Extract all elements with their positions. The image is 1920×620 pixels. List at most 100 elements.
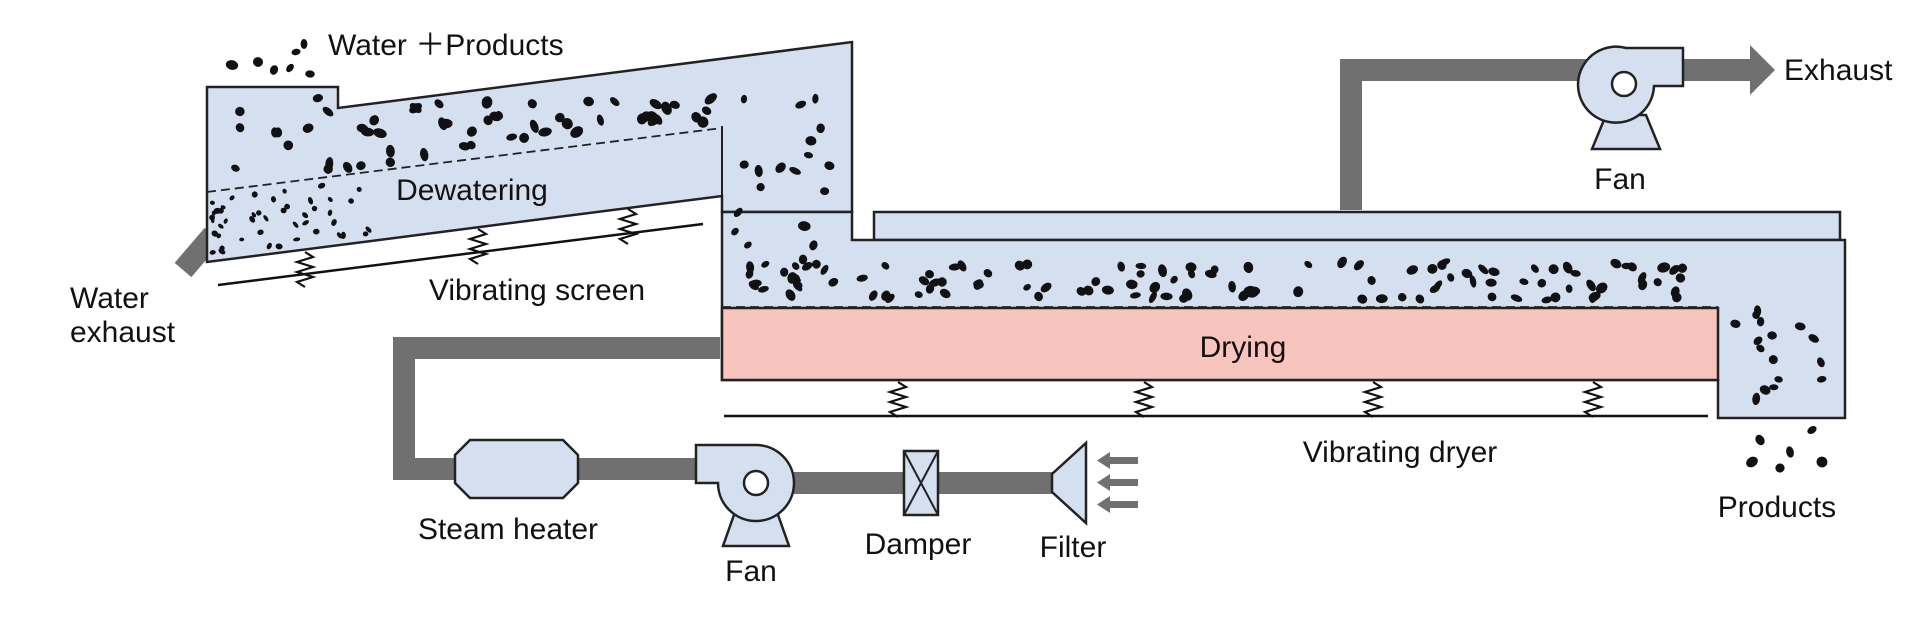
particle bbox=[293, 237, 301, 242]
particle bbox=[483, 115, 493, 126]
particle bbox=[270, 196, 277, 203]
particle bbox=[583, 96, 594, 107]
particle bbox=[266, 242, 272, 250]
air-intake-arrows bbox=[1097, 452, 1138, 513]
particle bbox=[1519, 278, 1529, 286]
particle bbox=[816, 123, 825, 134]
particle bbox=[284, 203, 290, 210]
particle bbox=[1375, 294, 1388, 304]
particle bbox=[803, 152, 814, 159]
particle bbox=[1228, 280, 1236, 293]
particle bbox=[1135, 262, 1147, 270]
particle bbox=[983, 268, 993, 278]
particle bbox=[211, 230, 219, 237]
particle bbox=[1530, 264, 1539, 273]
particle bbox=[812, 93, 819, 104]
particle bbox=[937, 277, 947, 287]
particle bbox=[1170, 275, 1178, 284]
particle bbox=[342, 161, 353, 173]
particle bbox=[780, 267, 789, 277]
particle bbox=[1129, 292, 1141, 299]
particle bbox=[1677, 263, 1688, 273]
particle bbox=[761, 260, 770, 268]
particle bbox=[239, 237, 245, 242]
centrifugal-fan-icon bbox=[694, 443, 796, 548]
particle bbox=[925, 283, 935, 294]
centrifugal-fan-icon bbox=[1576, 45, 1685, 151]
particle bbox=[1034, 291, 1043, 302]
particle bbox=[263, 215, 269, 222]
particle bbox=[1638, 279, 1648, 291]
particle bbox=[1478, 264, 1489, 275]
particle bbox=[419, 147, 429, 162]
particle bbox=[229, 195, 235, 201]
particle bbox=[356, 186, 362, 192]
particle bbox=[1537, 278, 1547, 288]
particle bbox=[1565, 284, 1573, 293]
particle bbox=[609, 97, 620, 107]
intake-arrow-icon bbox=[1097, 496, 1138, 513]
particle bbox=[280, 207, 287, 214]
particle bbox=[356, 161, 366, 171]
particle bbox=[1550, 292, 1561, 303]
particle bbox=[1746, 456, 1758, 468]
particle bbox=[746, 261, 755, 274]
particle bbox=[1675, 273, 1686, 283]
particle bbox=[356, 123, 369, 133]
particle bbox=[275, 243, 283, 250]
particle bbox=[669, 100, 680, 109]
particle bbox=[785, 289, 796, 301]
dryer-hood bbox=[872, 210, 1842, 242]
spring-icon bbox=[293, 251, 317, 288]
particle bbox=[824, 161, 835, 170]
particle bbox=[1353, 260, 1364, 271]
filter-label: Filter bbox=[1040, 531, 1107, 564]
particle bbox=[1621, 262, 1632, 270]
particle bbox=[313, 228, 320, 235]
particle bbox=[495, 111, 504, 120]
particle bbox=[217, 223, 224, 229]
particle bbox=[1188, 269, 1196, 279]
particle bbox=[1610, 258, 1622, 269]
particle bbox=[327, 209, 333, 216]
particle bbox=[336, 232, 343, 239]
particle bbox=[701, 106, 712, 115]
particle bbox=[1427, 263, 1438, 274]
particle bbox=[1185, 262, 1197, 273]
particle bbox=[434, 99, 444, 109]
particle bbox=[744, 241, 752, 249]
particle bbox=[220, 205, 226, 210]
particle bbox=[1753, 336, 1763, 346]
particle bbox=[1485, 278, 1497, 287]
particle bbox=[1730, 319, 1741, 328]
particle bbox=[939, 288, 951, 299]
particle bbox=[312, 94, 324, 103]
particle bbox=[373, 128, 387, 138]
particle bbox=[219, 245, 225, 251]
particle bbox=[231, 164, 240, 172]
particle bbox=[739, 160, 749, 169]
particle bbox=[466, 140, 476, 150]
particle bbox=[1179, 294, 1189, 303]
particle bbox=[1816, 376, 1827, 383]
particle bbox=[1461, 268, 1473, 279]
particle bbox=[213, 207, 222, 214]
steam-heater-label: Steam heater bbox=[418, 513, 598, 546]
particle bbox=[1755, 434, 1765, 446]
particle bbox=[1091, 277, 1101, 287]
particle bbox=[856, 274, 868, 282]
particle bbox=[1469, 275, 1477, 288]
particle bbox=[292, 221, 299, 228]
dewatering-label: Dewatering bbox=[396, 174, 548, 207]
inlet-label: Water ＋Products bbox=[328, 29, 564, 62]
particle bbox=[1769, 384, 1779, 391]
particle bbox=[1669, 264, 1680, 275]
particle bbox=[209, 200, 215, 205]
spring-icon bbox=[1132, 381, 1156, 418]
particle bbox=[1510, 294, 1523, 302]
particle bbox=[1406, 265, 1418, 275]
particle bbox=[775, 162, 786, 173]
particle bbox=[1768, 355, 1778, 365]
particle bbox=[1672, 292, 1682, 303]
particle bbox=[1126, 279, 1138, 290]
